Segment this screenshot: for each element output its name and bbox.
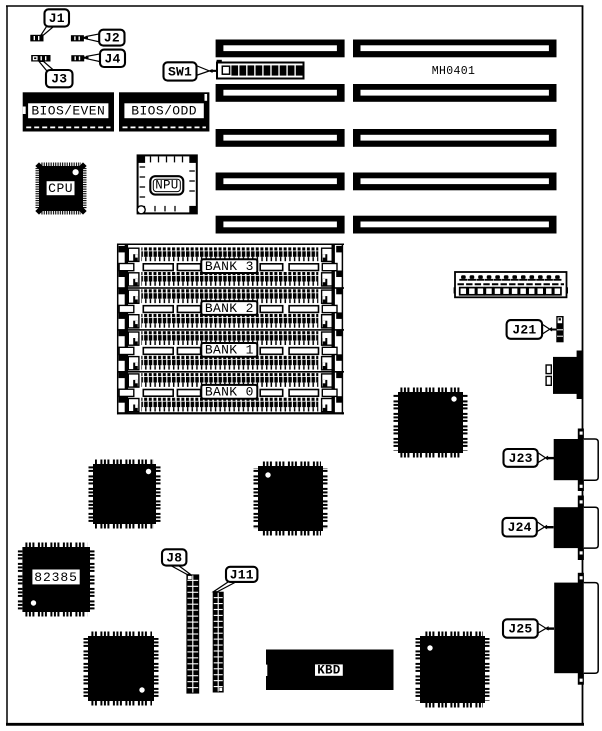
svg-text:BANK 1: BANK 1	[205, 343, 254, 358]
svg-text:BIOS/ODD: BIOS/ODD	[131, 103, 197, 118]
svg-text:J1: J1	[49, 11, 65, 26]
svg-text:BIOS/EVEN: BIOS/EVEN	[31, 103, 105, 118]
svg-text:SW1: SW1	[168, 64, 192, 79]
svg-text:BANK 0: BANK 0	[205, 385, 254, 400]
svg-text:BANK 2: BANK 2	[205, 301, 254, 316]
svg-text:J21: J21	[512, 322, 536, 337]
svg-text:J23: J23	[509, 451, 533, 466]
svg-text:J25: J25	[508, 622, 532, 637]
svg-text:J3: J3	[51, 72, 67, 87]
svg-text:J8: J8	[166, 550, 182, 565]
svg-text:BANK 3: BANK 3	[205, 259, 254, 274]
svg-text:J11: J11	[230, 567, 254, 582]
svg-text:J24: J24	[508, 520, 532, 535]
svg-text:KBD: KBD	[317, 663, 341, 677]
svg-text:NPU: NPU	[155, 179, 178, 193]
svg-text:82385: 82385	[34, 570, 78, 585]
svg-text:J2: J2	[104, 31, 120, 46]
svg-text:J4: J4	[104, 51, 120, 66]
svg-text:CPU: CPU	[48, 181, 73, 196]
svg-text:MH0401: MH0401	[432, 65, 476, 78]
